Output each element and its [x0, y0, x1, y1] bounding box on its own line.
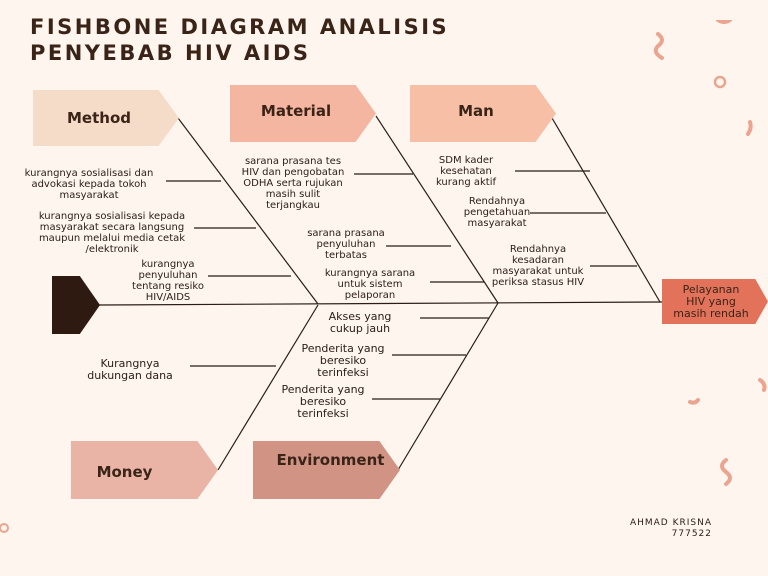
- spine-line: [97, 301, 663, 306]
- dot-ring-1: [713, 75, 727, 89]
- squiggle-3: [746, 120, 753, 136]
- bone-environment: [397, 302, 499, 471]
- effect-line-2: HIV yang: [686, 294, 736, 308]
- category-man-label: Man: [458, 102, 494, 120]
- effect-line-1: Pelayanan: [682, 282, 740, 296]
- squiggle-6: [688, 398, 700, 405]
- cause-environment-1: Akses yang cukup jauh: [328, 310, 392, 335]
- cause-method-3: kurangnya penyuluhan tentang resiko HIV/…: [132, 259, 204, 303]
- squiggle-5: [758, 378, 767, 392]
- title-line-2: PENYEBAB HIV AIDS: [30, 41, 311, 65]
- decorative-squiggles: [653, 20, 767, 486]
- author-id: 777522: [671, 529, 712, 539]
- category-method-label: Method: [67, 109, 131, 127]
- category-method: Method: [33, 90, 179, 146]
- squiggle-1: [653, 32, 664, 60]
- cause-method-2: kurangnya sosialisasi kepada masyarakat …: [38, 211, 186, 255]
- category-money-label: Money: [96, 463, 153, 481]
- category-material: Material: [230, 85, 376, 142]
- squiggle-4: [720, 458, 732, 486]
- bone-method: [177, 117, 319, 305]
- category-environment-label: Environment: [276, 451, 385, 469]
- decorative-dot-left: [0, 523, 9, 533]
- cause-man-1: SDM kader kesehatan kurang aktif: [435, 155, 497, 188]
- category-money: Money: [71, 441, 218, 499]
- author-credit: AHMAD KRISNA 777522: [600, 518, 712, 540]
- cause-material-2: sarana prasana penyuluhan terbatas: [307, 228, 385, 261]
- cause-man-2: Rendahnya pengetahuan masyarakat: [463, 196, 531, 229]
- cause-material-3: kurangnya sarana untuk sistem pelaporan: [324, 268, 416, 301]
- cause-money-1: Kurangnya dukungan dana: [87, 357, 173, 382]
- effect-line-3: masih rendah: [673, 306, 749, 320]
- effect-box: Pelayanan HIV yang masih rendah: [662, 279, 768, 324]
- cause-method-1: kurangnya sosialisasi dan advokasi kepad…: [24, 168, 154, 201]
- squiggle-2: [716, 20, 732, 24]
- title-line-1: FISHBONE DIAGRAM ANALISIS: [30, 15, 450, 39]
- category-material-label: Material: [260, 102, 332, 120]
- category-man: Man: [410, 85, 556, 142]
- cause-environment-2: Penderita yang beresiko terinfeksi: [301, 342, 385, 379]
- cause-environment-3: Penderita yang beresiko terinfeksi: [281, 383, 365, 420]
- cause-material-1: sarana prasana tes HIV dan pengobatan OD…: [241, 156, 345, 211]
- bone-man: [551, 117, 661, 303]
- bone-money: [217, 304, 319, 471]
- category-environment: Environment: [253, 441, 400, 499]
- bone-material: [375, 115, 499, 304]
- author-name: AHMAD KRISNA: [629, 518, 712, 528]
- cause-man-3: Rendahnya kesadaran masyarakat untuk per…: [491, 244, 585, 288]
- diagram-title: FISHBONE DIAGRAM ANALISIS PENYEBAB HIV A…: [30, 14, 449, 66]
